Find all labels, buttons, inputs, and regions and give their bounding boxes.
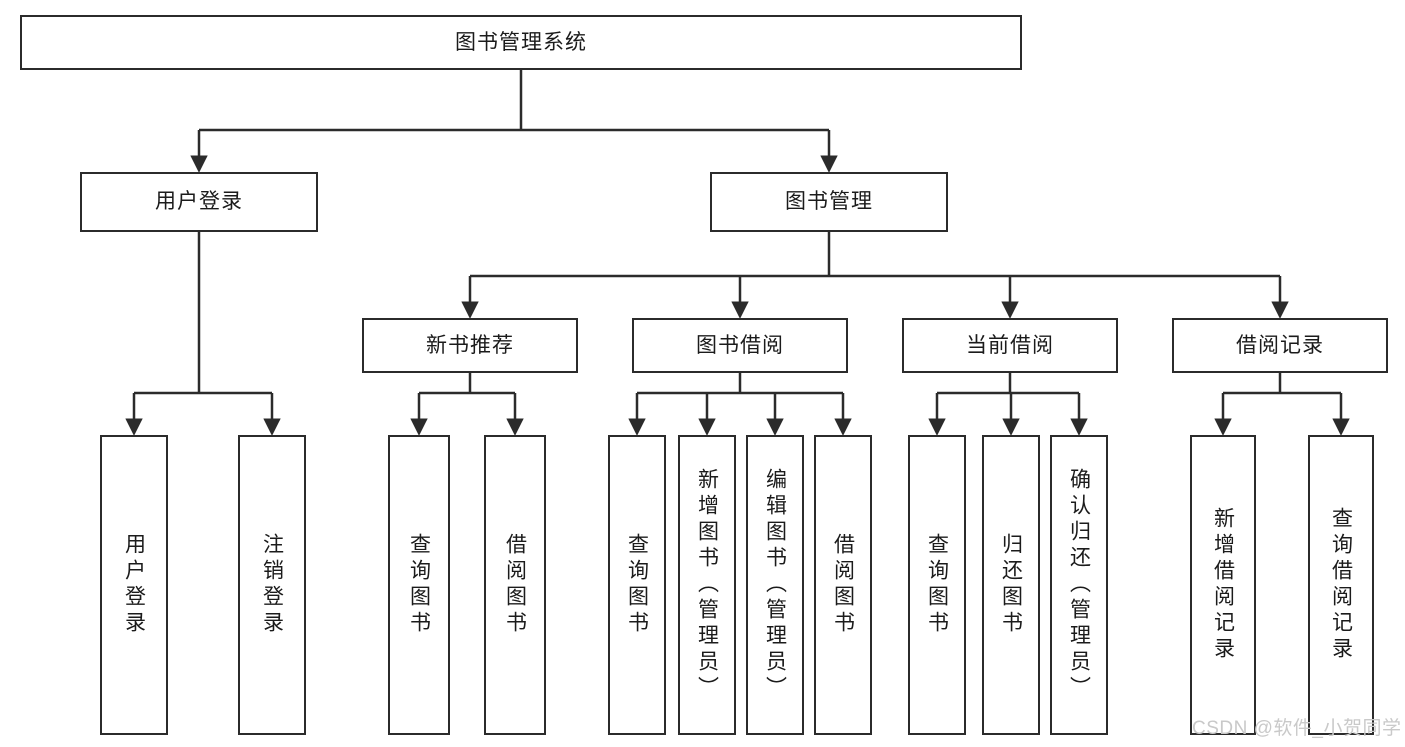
node-label-l-cu-return: 归还图书: [999, 533, 1023, 637]
node-label-l-bo-borrow: 借阅图书: [831, 533, 855, 637]
node-label-l-re-add: 新增借阅记录: [1211, 507, 1235, 663]
node-l-bo-borrow[interactable]: 借阅图书: [814, 435, 872, 735]
node-label-records: 借阅记录: [1236, 333, 1324, 357]
node-l-cu-return[interactable]: 归还图书: [982, 435, 1040, 735]
node-records[interactable]: 借阅记录: [1172, 318, 1388, 373]
watermark-text: CSDN @软件_小贺同学: [1192, 718, 1402, 739]
node-label-borrow: 图书借阅: [696, 333, 784, 357]
node-root[interactable]: 图书管理系统: [20, 15, 1022, 70]
node-l-cu-query[interactable]: 查询图书: [908, 435, 966, 735]
node-current[interactable]: 当前借阅: [902, 318, 1118, 373]
node-l-logout[interactable]: 注销登录: [238, 435, 306, 735]
node-label-login: 用户登录: [155, 190, 243, 214]
node-l-nb-borrow[interactable]: 借阅图书: [484, 435, 546, 735]
node-l-cu-conf[interactable]: 确认归还（管理员）: [1050, 435, 1108, 735]
node-label-root: 图书管理系统: [455, 30, 587, 54]
node-borrow[interactable]: 图书借阅: [632, 318, 848, 373]
node-newbook[interactable]: 新书推荐: [362, 318, 578, 373]
node-label-newbook: 新书推荐: [426, 333, 514, 357]
node-l-login[interactable]: 用户登录: [100, 435, 168, 735]
node-l-re-add[interactable]: 新增借阅记录: [1190, 435, 1256, 735]
node-label-l-logout: 注销登录: [260, 533, 284, 637]
node-l-bo-add[interactable]: 新增图书（管理员）: [678, 435, 736, 735]
node-label-l-bo-query: 查询图书: [625, 533, 649, 637]
node-label-current: 当前借阅: [966, 333, 1054, 357]
node-login[interactable]: 用户登录: [80, 172, 318, 232]
node-label-l-re-query: 查询借阅记录: [1329, 507, 1353, 663]
node-bookmgmt[interactable]: 图书管理: [710, 172, 948, 232]
node-label-l-bo-edit: 编辑图书（管理员）: [763, 468, 787, 702]
node-label-l-login: 用户登录: [122, 533, 146, 637]
node-label-l-bo-add: 新增图书（管理员）: [695, 468, 719, 702]
node-l-re-query[interactable]: 查询借阅记录: [1308, 435, 1374, 735]
node-label-l-cu-query: 查询图书: [925, 533, 949, 637]
node-label-l-nb-query: 查询图书: [407, 533, 431, 637]
node-label-l-nb-borrow: 借阅图书: [503, 533, 527, 637]
node-l-bo-query[interactable]: 查询图书: [608, 435, 666, 735]
node-label-bookmgmt: 图书管理: [785, 190, 873, 214]
node-label-l-cu-conf: 确认归还（管理员）: [1067, 468, 1091, 702]
node-l-nb-query[interactable]: 查询图书: [388, 435, 450, 735]
node-l-bo-edit[interactable]: 编辑图书（管理员）: [746, 435, 804, 735]
